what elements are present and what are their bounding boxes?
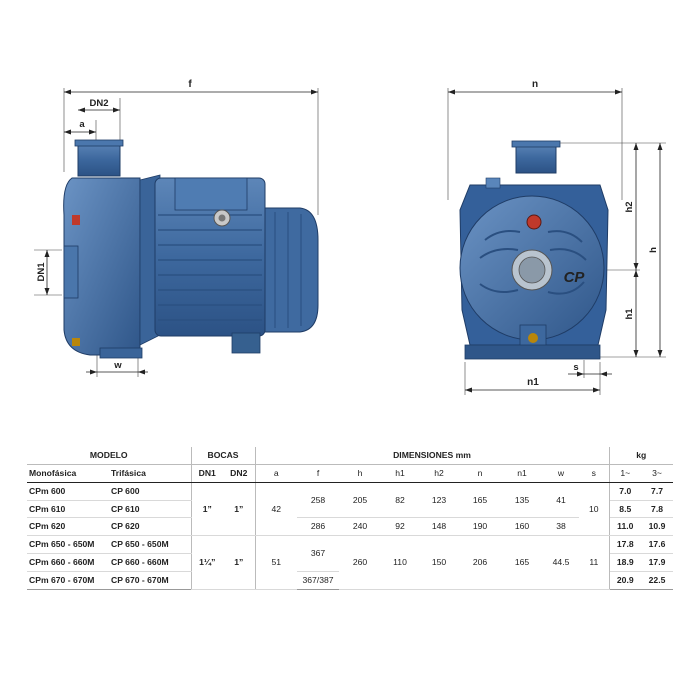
- cell-dn2-group-a: 1”: [223, 482, 256, 537]
- dim-label-n: n: [532, 79, 538, 90]
- group-bocas: BOCAS: [191, 447, 256, 465]
- table-row: CPm 620 CP 620 286 240 92 148 190 160 38…: [27, 517, 674, 537]
- col-f: f: [297, 464, 340, 483]
- cp-logo: CP: [564, 269, 586, 286]
- col-n1: n1: [501, 464, 544, 483]
- col-h: h: [339, 464, 382, 483]
- front-view: n h2 h1 h s n1: [447, 79, 666, 395]
- dim-label-h1: h1: [624, 308, 635, 320]
- col-monofasica: Monofásica: [27, 464, 109, 483]
- dim-label-dn2: DN2: [89, 98, 108, 109]
- col-s: s: [579, 464, 610, 483]
- table-row: CPm 660 - 660M CP 660 - 660M 18.9 17.9: [27, 553, 674, 573]
- dim-label-a: a: [79, 119, 85, 130]
- table-column-header: Monofásica Trifásica DN1 DN2 a f h h1 h2…: [27, 464, 674, 483]
- col-h1: h1: [381, 464, 420, 483]
- col-dn1: DN1: [191, 464, 223, 483]
- dim-label-s: s: [573, 362, 578, 373]
- side-view: f DN2 a DN1 w: [34, 79, 319, 377]
- dim-label-f: f: [188, 79, 192, 90]
- dim-label-h2: h2: [624, 201, 635, 212]
- col-h2: h2: [419, 464, 460, 483]
- pump-dimension-drawing: f DN2 a DN1 w: [34, 79, 666, 395]
- group-kg: kg: [609, 447, 674, 465]
- group-dimensiones: DIMENSIONES mm: [255, 447, 610, 465]
- col-weight-3ph: 3~: [641, 464, 674, 483]
- cell-dn1-group-b: 1¼”: [191, 535, 223, 590]
- table-row: CPm 600 CP 600 1” 1” 42 258 205 82 123 1…: [27, 482, 674, 537]
- dim-label-w: w: [113, 360, 122, 371]
- dim-label-h: h: [648, 247, 659, 253]
- cell-s-group-a: 10: [579, 482, 610, 537]
- col-trifasica: Trifásica: [109, 464, 192, 483]
- table-group-header: MODELO BOCAS DIMENSIONES mm kg: [27, 447, 674, 465]
- group-modelo: MODELO: [27, 447, 192, 465]
- dim-label-n1: n1: [527, 377, 539, 388]
- table-row: CPm 610 CP 610 8.5 7.8: [27, 500, 674, 519]
- col-weight-1ph: 1~: [609, 464, 642, 483]
- cell-dn2-group-b: 1”: [223, 535, 256, 590]
- col-n: n: [459, 464, 502, 483]
- cell-a-group-a: 42: [255, 482, 298, 537]
- dimensions-table: MODELO BOCAS DIMENSIONES mm kg Monofásic…: [27, 447, 674, 590]
- dim-label-dn1: DN1: [36, 262, 47, 282]
- col-a: a: [255, 464, 298, 483]
- col-w: w: [543, 464, 580, 483]
- table-row: CPm 670 - 670M CP 670 - 670M 367/387 20.…: [27, 571, 674, 590]
- col-dn2: DN2: [223, 464, 256, 483]
- cell-a-group-b: 51: [255, 535, 298, 590]
- cell-dn1-group-a: 1”: [191, 482, 223, 537]
- table-row: CPm 650 - 650M CP 650 - 650M 1¼” 1” 51 3…: [27, 535, 674, 590]
